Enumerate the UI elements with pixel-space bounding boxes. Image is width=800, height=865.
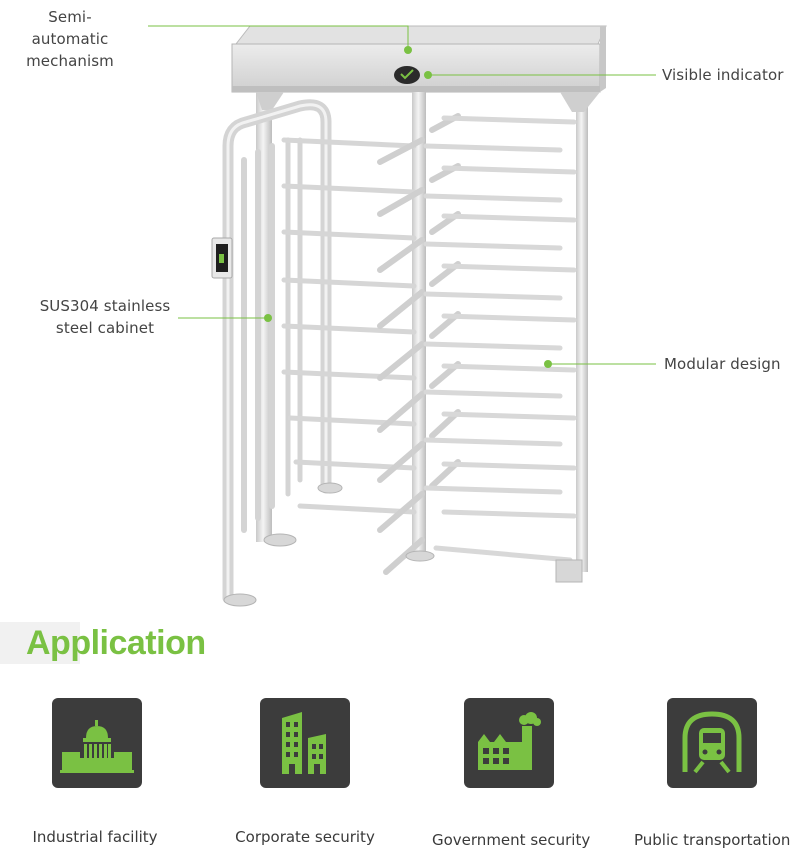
callout-cabinet-line2: steel cabinet <box>55 319 155 337</box>
application-label-industrial: Industrial facility <box>32 828 158 846</box>
callout-dots <box>264 46 552 368</box>
section-title-bar <box>0 622 80 664</box>
top-cabinet <box>231 25 607 93</box>
product-illustration <box>148 25 656 607</box>
callout-lines <box>148 25 656 365</box>
application-label-government: Government security <box>432 831 591 849</box>
turnstile-drawing <box>148 25 656 607</box>
application-tile-government <box>464 698 554 788</box>
callout-semi-automatic: Semi-automatic mechanism <box>10 6 130 72</box>
application-tile-industrial <box>52 698 142 788</box>
capitol-building-icon <box>60 720 134 773</box>
fence-bars <box>281 137 417 515</box>
callout-semi-automatic-line1: Semi-automatic <box>31 8 109 48</box>
card-reader <box>211 237 233 279</box>
metro-train-icon <box>682 711 742 774</box>
callout-semi-automatic-line2: mechanism <box>26 52 114 70</box>
callout-modular-design: Modular design <box>664 355 781 373</box>
rotor-arms <box>377 113 461 575</box>
indicator-badge <box>394 66 420 84</box>
office-buildings-icon <box>282 712 326 774</box>
callout-cabinet-line1: SUS304 stainless <box>39 297 171 315</box>
application-label-transport: Public transportation <box>634 831 791 849</box>
application-title: Application <box>26 624 206 662</box>
callout-cabinet: SUS304 stainless steel cabinet <box>30 295 180 339</box>
application-tile-corporate <box>260 698 350 788</box>
posts <box>256 92 600 572</box>
factory-icon <box>478 712 541 770</box>
rotor-arms-right <box>423 115 577 563</box>
base-plates <box>223 482 583 607</box>
application-tile-transport <box>667 698 757 788</box>
guard-frame <box>222 99 332 604</box>
callout-visible-indicator: Visible indicator <box>662 66 784 84</box>
application-label-corporate: Corporate security <box>235 828 375 846</box>
